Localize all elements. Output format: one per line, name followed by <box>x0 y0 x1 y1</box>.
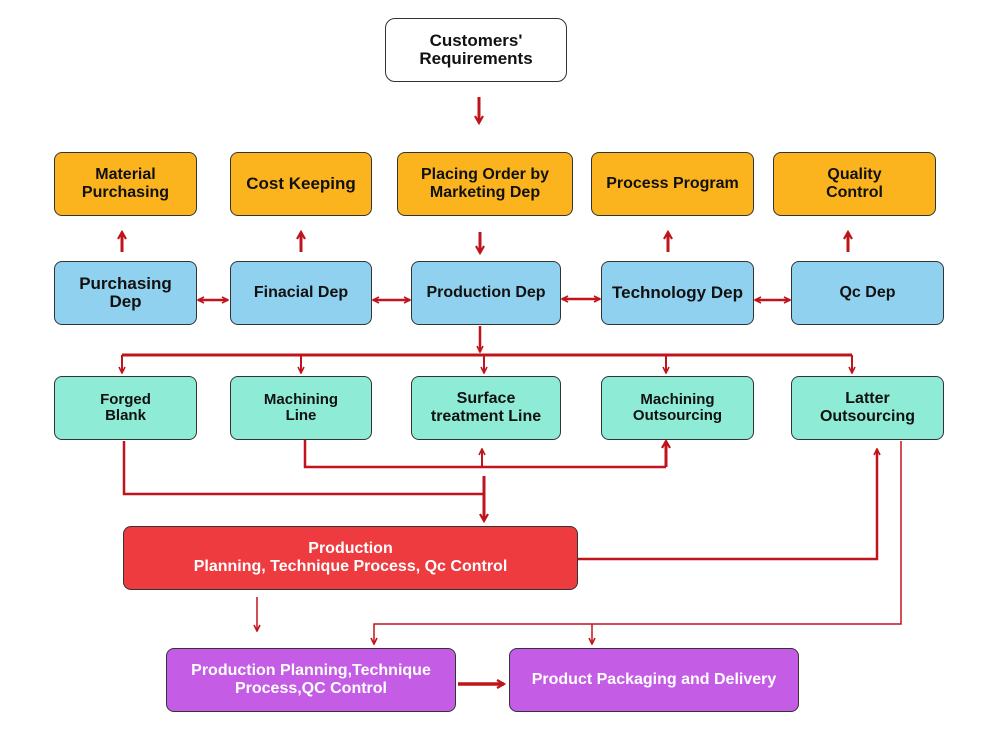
cost-keeping-box: Cost Keeping <box>230 152 372 216</box>
production-planning-box: Production Planning, Technique Process, … <box>123 526 578 590</box>
financial-dep-box: Finacial Dep <box>230 261 372 325</box>
planning-control-box: Production Planning,Technique Process,QC… <box>166 648 456 712</box>
surface-treatment-box: Surface treatment Line <box>411 376 561 440</box>
link-machining-line <box>303 440 666 469</box>
customers-requirements-box: Customers' Requirements <box>385 18 567 82</box>
link-forged-blank <box>122 441 484 496</box>
machining-line-box: Machining Line <box>230 376 372 440</box>
technology-dep-box: Technology Dep <box>601 261 754 325</box>
latter-outsourcing-box: Latter Outsourcing <box>791 376 944 440</box>
forged-blank-box: Forged Blank <box>54 376 197 440</box>
link-planning-latter <box>578 449 877 561</box>
qc-dep-box: Qc Dep <box>791 261 944 325</box>
link-latter-bottom <box>374 441 902 644</box>
process-program-box: Process Program <box>591 152 754 216</box>
quality-control-box: Quality Control <box>773 152 936 216</box>
purchasing-dep-box: Purchasing Dep <box>54 261 197 325</box>
production-dep-box: Production Dep <box>411 261 561 325</box>
packaging-delivery-box: Product Packaging and Delivery <box>509 648 799 712</box>
material-purchasing-box: Material Purchasing <box>54 152 197 216</box>
placing-order-box: Placing Order by Marketing Dep <box>397 152 573 216</box>
machining-outsourcing-box: Machining Outsourcing <box>601 376 754 440</box>
